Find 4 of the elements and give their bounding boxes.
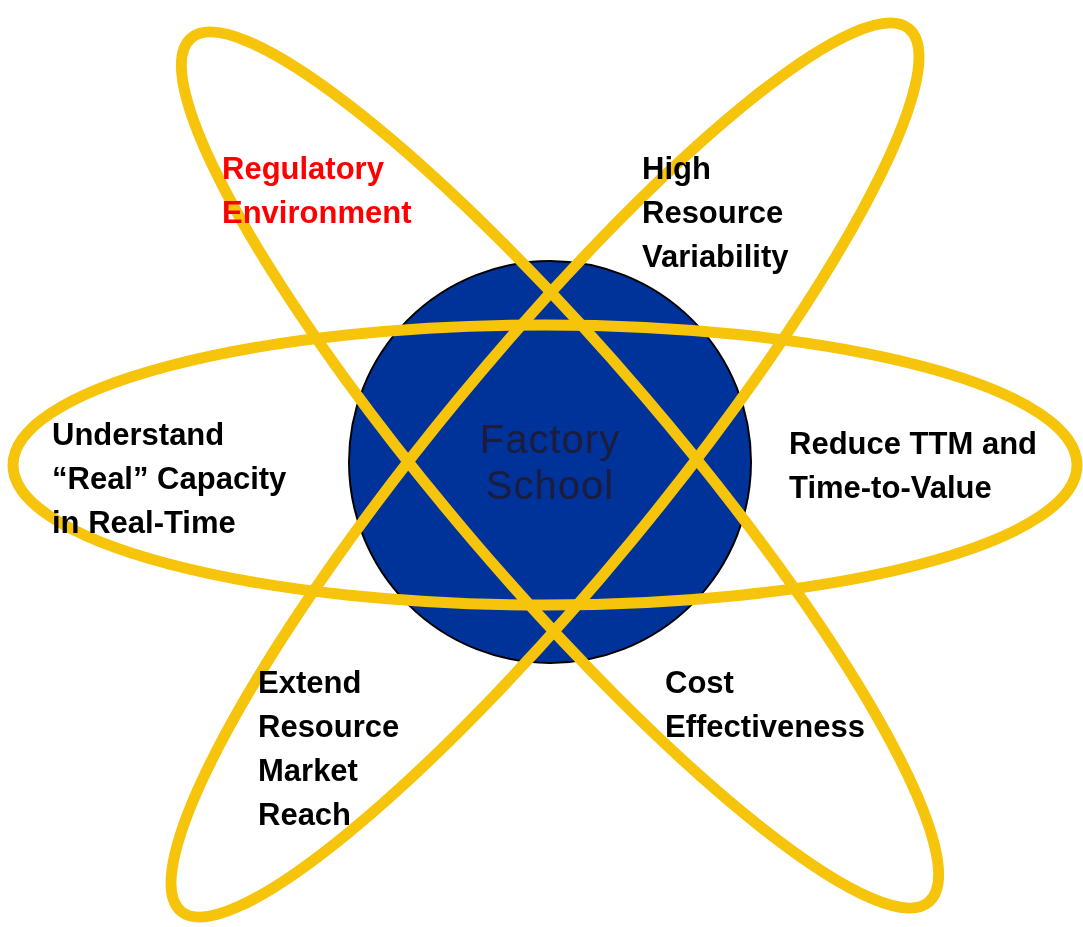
orbit-label: Reduce TTM and Time-to-Value bbox=[789, 425, 1038, 507]
orbit-label: Cost Effectiveness bbox=[665, 664, 866, 746]
orbit-label: Extend Resource Market Reach bbox=[258, 664, 401, 834]
center-title: Factory School bbox=[478, 416, 622, 508]
